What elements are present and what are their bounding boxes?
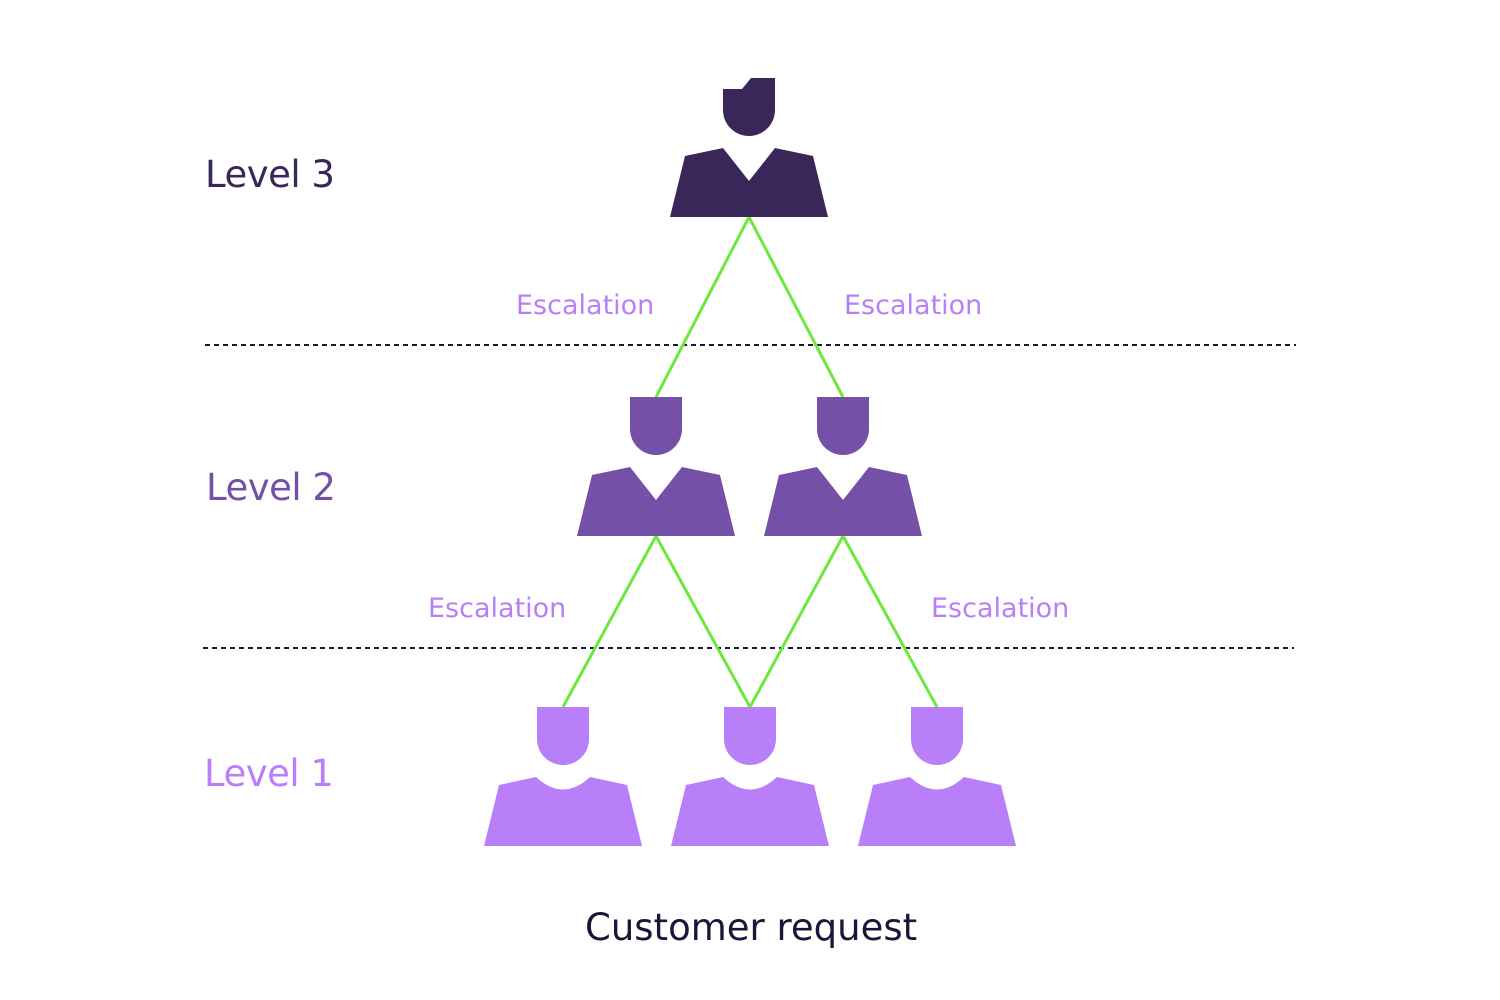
escalation-label: Escalation bbox=[931, 593, 1070, 624]
level-3-label: Level 3 bbox=[205, 153, 335, 196]
person-head-icon bbox=[723, 78, 775, 136]
escalation-edge bbox=[654, 216, 751, 398]
person-body-icon bbox=[484, 777, 642, 846]
agent-icon bbox=[764, 397, 922, 536]
person-head-icon bbox=[817, 397, 869, 455]
agent-icon bbox=[577, 397, 735, 536]
person-head-icon bbox=[911, 707, 963, 765]
escalation-label: Escalation bbox=[844, 290, 983, 321]
level-2-label: Level 2 bbox=[206, 466, 336, 509]
agent-icon bbox=[670, 78, 828, 217]
person-body-icon bbox=[577, 467, 735, 536]
escalation-label: Escalation bbox=[428, 593, 567, 624]
escalation-edge bbox=[841, 535, 939, 708]
person-head-icon bbox=[537, 707, 589, 765]
escalation-edge bbox=[654, 535, 752, 708]
escalation-edge bbox=[561, 535, 658, 708]
person-head-icon bbox=[724, 707, 776, 765]
escalation-label: Escalation bbox=[516, 290, 655, 321]
escalation-edge bbox=[748, 535, 845, 708]
customer-request-label: Customer request bbox=[585, 906, 918, 949]
level-1-label: Level 1 bbox=[204, 752, 334, 795]
escalation-edge bbox=[747, 216, 845, 398]
agent-icon bbox=[484, 707, 642, 846]
agent-icon bbox=[858, 707, 1016, 846]
person-body-icon bbox=[671, 777, 829, 846]
person-body-icon bbox=[764, 467, 922, 536]
agent-icon bbox=[671, 707, 829, 846]
person-body-icon bbox=[858, 777, 1016, 846]
person-head-icon bbox=[630, 397, 682, 455]
person-body-icon bbox=[670, 148, 828, 217]
